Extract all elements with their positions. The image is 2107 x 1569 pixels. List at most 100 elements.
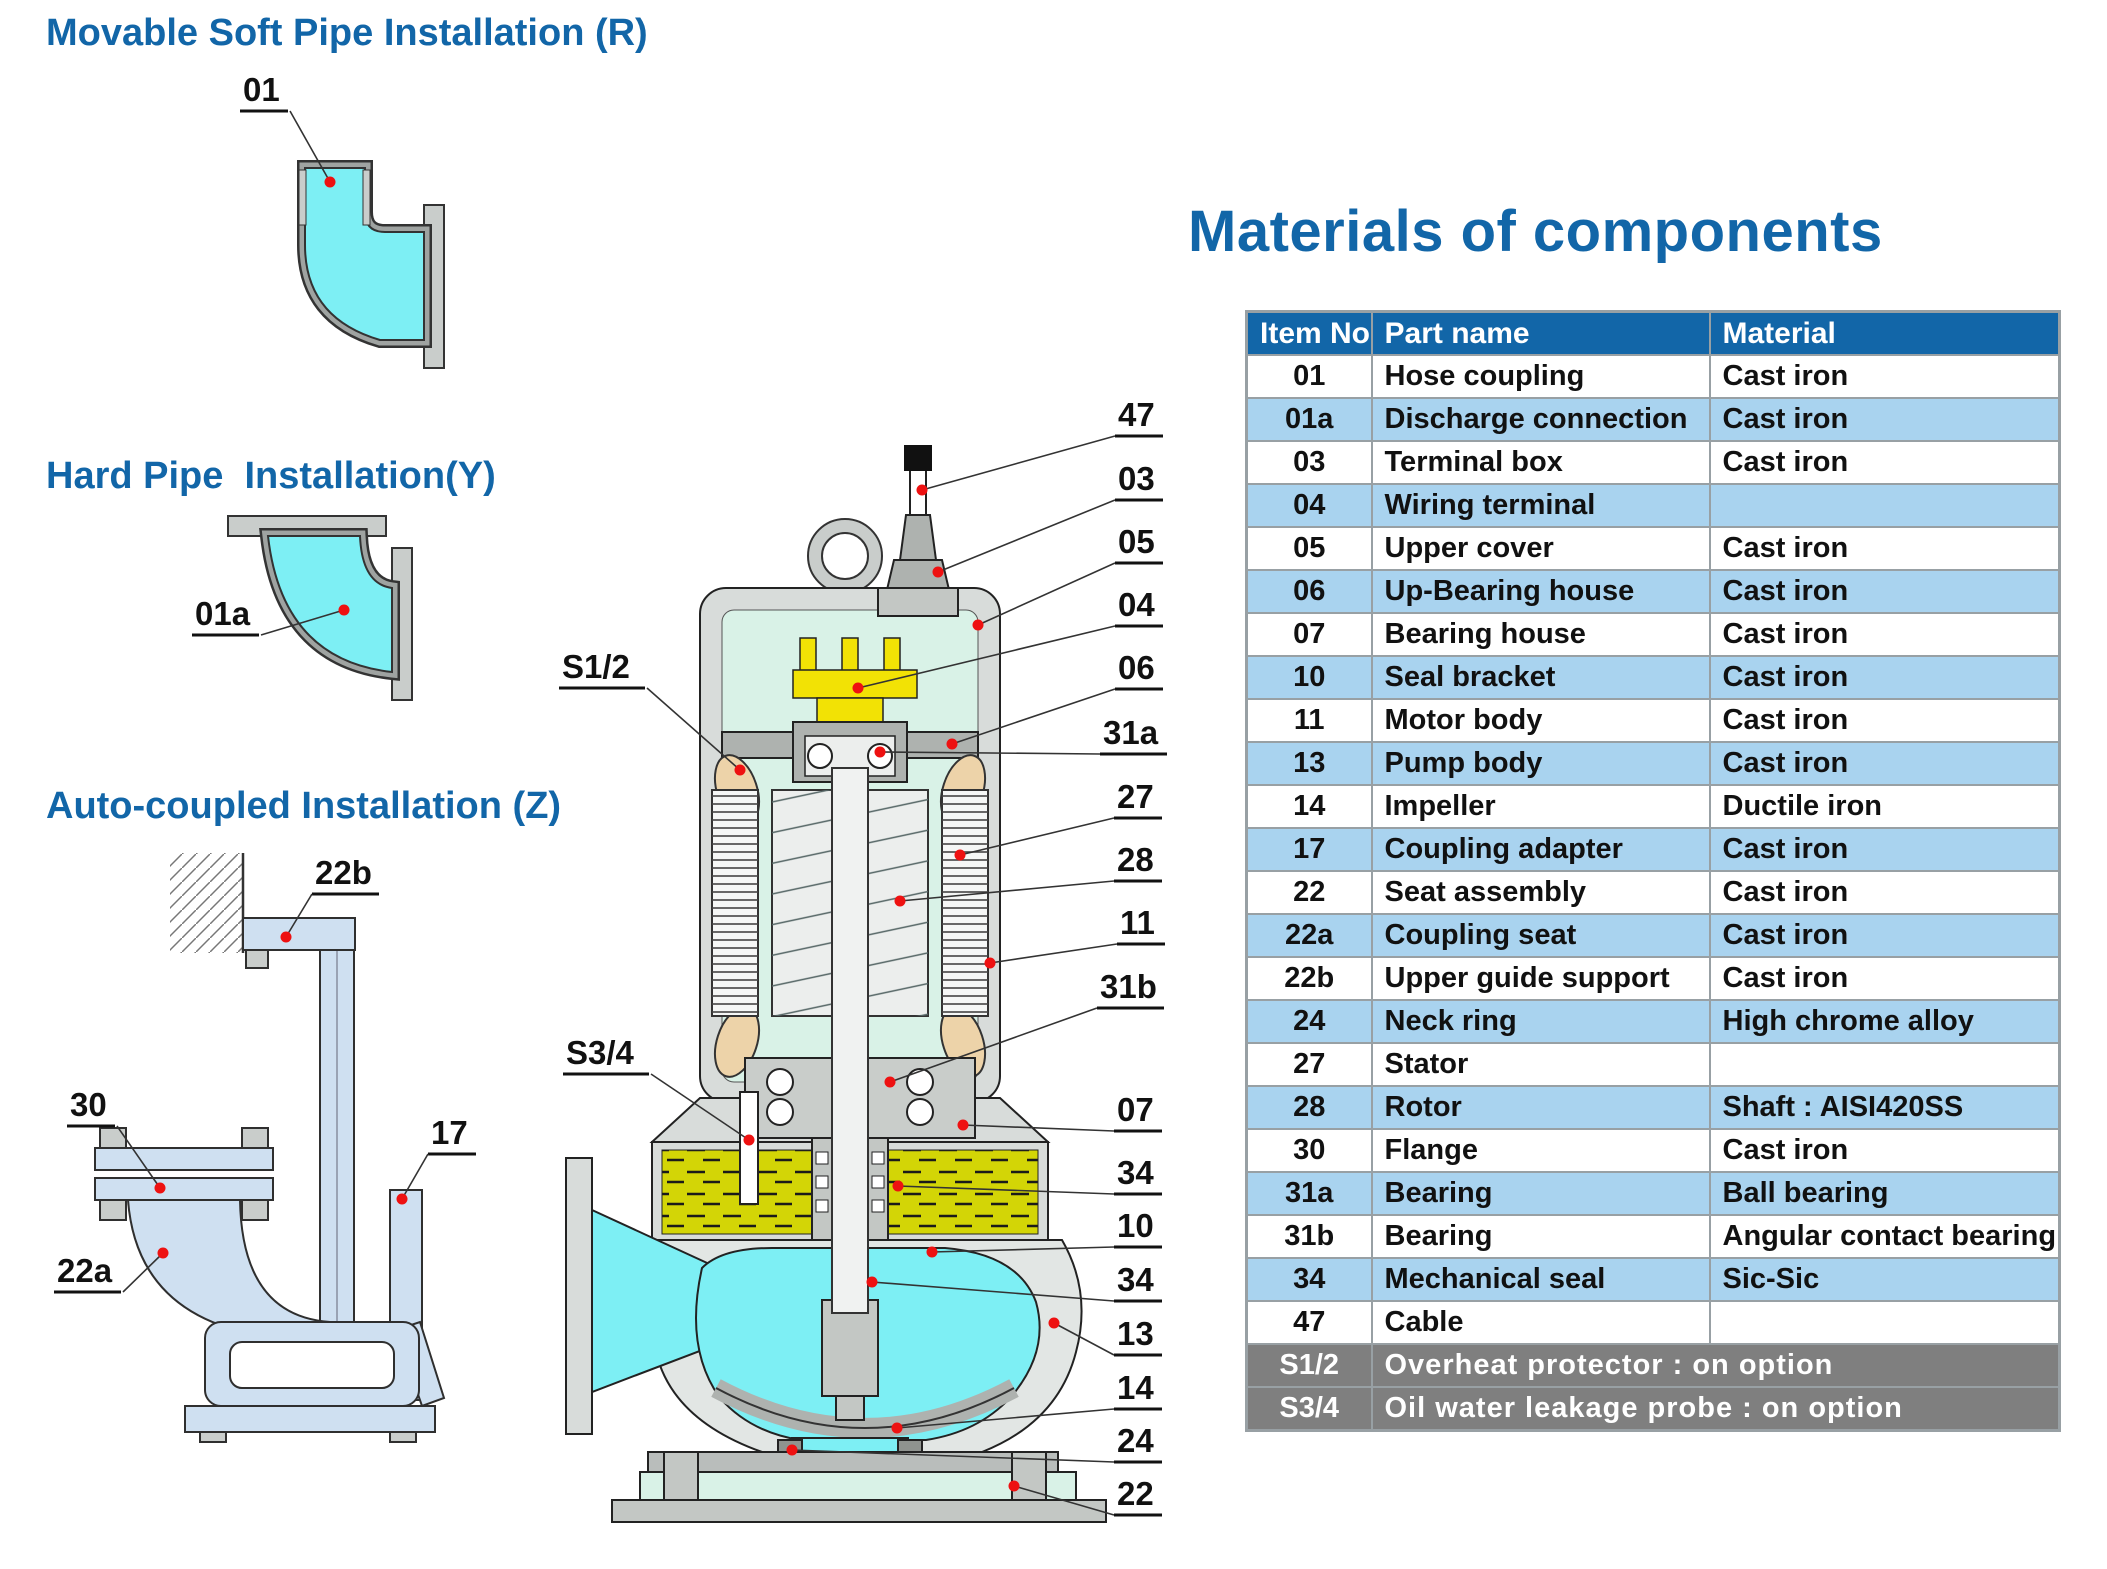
cell-part: Bearing house [1370, 612, 1711, 657]
callout-lines-layer [54, 109, 1167, 1517]
cell-material: Cast iron [1708, 741, 2061, 786]
cell-note-text: Oil water leakage probe : on option [1370, 1386, 2061, 1432]
cell-material [1708, 1300, 2061, 1345]
callout-label-22b: 22b [315, 854, 372, 891]
callout-target-dot [984, 957, 996, 969]
callout-leader-line [897, 1185, 1115, 1195]
cell-part: Rotor [1370, 1085, 1711, 1130]
callout-target-dot [743, 1134, 755, 1146]
cell-material: Cast iron [1708, 354, 2061, 399]
cell-item: 47 [1245, 1300, 1373, 1345]
col-header-part: Part name [1370, 310, 1711, 356]
callout-target-dot [866, 1276, 878, 1288]
callout-target-dot [1008, 1480, 1020, 1492]
callout-leader-line [1013, 1485, 1115, 1516]
cell-item: 07 [1245, 612, 1373, 657]
callout-leader-line [951, 688, 1116, 745]
cell-part: Bearing [1370, 1171, 1711, 1216]
callout-leader-line [931, 1246, 1115, 1253]
cell-material [1708, 1042, 2061, 1087]
cell-item: 30 [1245, 1128, 1373, 1173]
callout-target-dot [874, 746, 886, 758]
callout-target-dot [157, 1247, 169, 1259]
cell-item: 11 [1245, 698, 1373, 743]
cell-material: Cast iron [1708, 913, 2061, 958]
cell-material: Ball bearing [1708, 1171, 2061, 1216]
cell-item: 01a [1245, 397, 1373, 442]
cell-material: Cast iron [1708, 440, 2061, 485]
cell-item: 31b [1245, 1214, 1373, 1259]
cell-part: Seal bracket [1370, 655, 1711, 700]
callout-leader-line [116, 1125, 161, 1189]
callout-target-dot [338, 604, 350, 616]
cell-material: Angular contact bearing [1708, 1214, 2061, 1259]
callout-leader-line [650, 1073, 750, 1141]
cell-item: S1/2 [1245, 1343, 1373, 1388]
callout-target-dot [786, 1444, 798, 1456]
title-hard-pipe: Hard Pipe Installation(Y) [46, 455, 496, 497]
callout-leader-line [285, 893, 313, 938]
cell-item: 22 [1245, 870, 1373, 915]
callout-label-17: 17 [431, 1114, 468, 1151]
callout-leader-line [896, 1408, 1115, 1429]
cell-part: Hose coupling [1370, 354, 1711, 399]
cell-part: Upper guide support [1370, 956, 1711, 1001]
cell-item: 05 [1245, 526, 1373, 571]
discharge-connection-drawing [227, 515, 413, 701]
callout-leader-line [879, 751, 1101, 755]
cell-part: Motor body [1370, 698, 1711, 743]
cell-material: Cast iron [1708, 526, 2061, 571]
callout-target-dot [926, 1246, 938, 1258]
callout-label-05: 05 [1118, 523, 1155, 560]
callout-label-11: 11 [1120, 904, 1155, 941]
callout-target-dot [894, 895, 906, 907]
cell-material: Cast iron [1708, 655, 2061, 700]
callout-leader-line [289, 110, 331, 183]
cell-material: Ductile iron [1708, 784, 2061, 829]
callout-leader-line [959, 817, 1115, 856]
callout-target-dot [154, 1182, 166, 1194]
cell-item: 28 [1245, 1085, 1373, 1130]
cell-item: 17 [1245, 827, 1373, 872]
cell-material: Cast iron [1708, 827, 2061, 872]
callout-leader-line [921, 435, 1116, 491]
table-header-row: Item No. Part name Material [1245, 310, 2061, 356]
cell-material: Sic-Sic [1708, 1257, 2061, 1302]
cell-material: Cast iron [1708, 870, 2061, 915]
cell-part: Stator [1370, 1042, 1711, 1087]
cell-part: Coupling seat [1370, 913, 1711, 958]
callout-leader-line [857, 625, 1116, 689]
cell-item: 06 [1245, 569, 1373, 614]
cell-material: Cast iron [1708, 1128, 2061, 1173]
callout-label-47: 47 [1118, 396, 1155, 433]
cell-item: 03 [1245, 440, 1373, 485]
callout-target-dot [916, 484, 928, 496]
cell-part: Impeller [1370, 784, 1711, 829]
callout-target-dot [954, 849, 966, 861]
discharge-flange [565, 1157, 593, 1435]
callout-label-S1-2: S1/2 [562, 648, 630, 685]
cell-material: Cast iron [1708, 569, 2061, 614]
callout-label-30: 30 [70, 1086, 107, 1123]
callout-label-22a: 22a [57, 1252, 113, 1289]
callout-target-dot [932, 566, 944, 578]
cell-item: S3/4 [1245, 1386, 1373, 1432]
callout-label-01a: 01a [195, 595, 251, 632]
callout-target-dot [972, 619, 984, 631]
callout-label-24: 24 [1117, 1422, 1154, 1459]
